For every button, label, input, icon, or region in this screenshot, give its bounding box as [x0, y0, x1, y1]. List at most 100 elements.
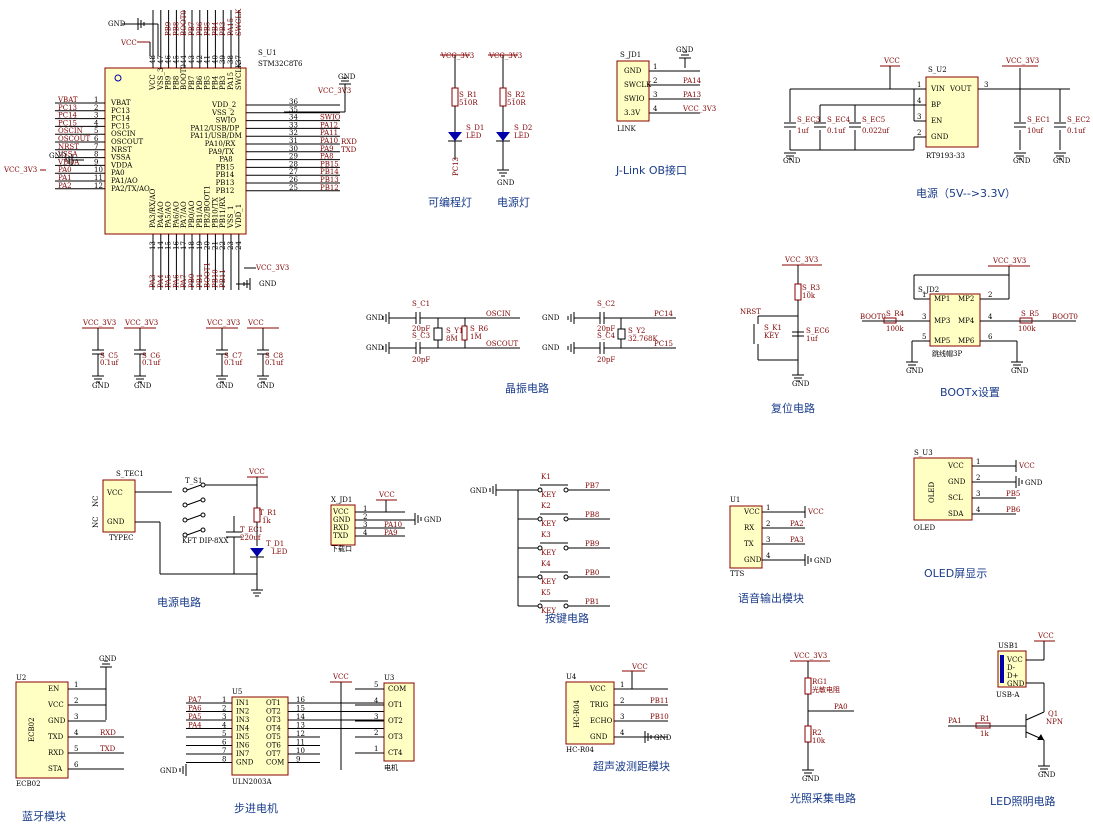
- tts-ref: U1: [730, 496, 740, 504]
- keys-gnd: GND: [470, 487, 488, 495]
- reg-num-3: 2: [917, 129, 921, 137]
- step-out-num-7: 9: [296, 756, 300, 764]
- reg-num-0: 1: [917, 81, 921, 89]
- reg-title: 电源（5V-->3.3V）: [916, 186, 1016, 200]
- decoupling-caps: VCC_3V3S_C50.1ufGNDVCC_3V3S_C60.1ufGNDVC…: [82, 319, 285, 390]
- mcu-net-r-6: PA9: [320, 145, 334, 153]
- boot-net-r: BOOT0: [1052, 313, 1078, 321]
- key-net-0: PB7: [585, 482, 599, 490]
- mcu-inner-b-11: VDD_1: [235, 204, 243, 229]
- motor-num-0: 5: [374, 681, 378, 689]
- reg-pin-out: VOUT: [949, 85, 972, 93]
- typec-power: S_TEC1 NC NC VCC GND TYPEC T_S1 KFT DIP-…: [92, 468, 288, 609]
- motor-pin-4: CT4: [388, 749, 403, 757]
- oled-net-1: GND: [1025, 479, 1043, 487]
- step-in-num-7: 8: [222, 756, 226, 764]
- y1-val: 8M: [446, 335, 458, 343]
- oled-side: OLED: [928, 482, 936, 503]
- k1-ref: S_K1: [764, 324, 782, 332]
- mcu-gnd-top: GND: [108, 20, 126, 28]
- led-gnd: GND: [497, 179, 515, 187]
- dec-gnd-1: GND: [134, 382, 152, 390]
- lr2-ref: R2: [812, 729, 822, 737]
- mcu-net-t-3: PB8: [172, 22, 180, 36]
- ll-r1-ref: R1: [980, 715, 990, 723]
- mcu-pin-t-2: 46: [165, 55, 173, 64]
- mcu-gnd-bottom: GND: [259, 280, 277, 288]
- step-in-net-1: PA6: [188, 705, 202, 713]
- s1-ref: T_S1: [185, 477, 202, 485]
- mcu-net-r-2: SWIO: [320, 114, 341, 122]
- jlink-gnd: GND: [676, 46, 694, 54]
- reset-circuit: VCC_3V3 S_R3 10k NRST S_K1 KEY S_EC6 1uf…: [740, 256, 830, 415]
- jlink-net-3: VCC_3V3: [682, 105, 716, 113]
- step-vcc: VCC: [332, 673, 349, 681]
- xtal-net-oscin: OSCIN: [486, 310, 511, 318]
- mcu-pin-r-11: 25: [289, 184, 298, 192]
- step-out-0: OT1: [266, 699, 281, 707]
- mcu-inner-t-11: SWCLK: [235, 62, 243, 90]
- step-out-num-3: 13: [296, 722, 305, 730]
- mcu-inner-b-9: PB11/RX: [219, 197, 227, 228]
- bt-pin-0: EN: [48, 685, 59, 693]
- bt-net-3: RXD: [100, 729, 116, 737]
- mcu-inner-l-2: PC14: [111, 115, 131, 123]
- mcu-net-t-6: PB6: [196, 21, 204, 36]
- mcu-inner-b-4: PA7/AO: [180, 201, 188, 228]
- mcu-net-l-0: VBAT: [57, 96, 78, 104]
- tts-pin-0: VCC: [743, 508, 760, 516]
- crystal-circuits: GND GND S_C1 20pF S_C3 20pF S_Y1 8M S_R6…: [366, 300, 676, 395]
- mcu-inner-l-8: VDDA: [110, 161, 133, 169]
- boot-num-0: 1: [922, 291, 926, 299]
- led-title-power: 电源灯: [497, 195, 530, 209]
- tts-num-3: 4: [766, 552, 771, 560]
- rst-gnd: GND: [792, 380, 810, 388]
- jlink-pin-0: GND: [624, 67, 642, 75]
- reg-cap-val-3: 10uf: [1027, 127, 1044, 135]
- reg-pin-1: BP: [931, 101, 941, 109]
- reg-gnd-2: GND: [1013, 157, 1031, 165]
- tts-num-0: 1: [766, 504, 770, 512]
- mcu-pin-b-11: 24: [235, 241, 243, 250]
- bt-gnd: GND: [99, 655, 117, 663]
- mcu-pin-b-6: 19: [196, 241, 204, 250]
- mcu-pin-r-9: 27: [289, 168, 298, 176]
- step-in-num-3: 4: [222, 722, 227, 730]
- boot-gnd-2: GND: [1011, 367, 1029, 375]
- usb-pin-3: GND: [1007, 680, 1025, 688]
- mcu-pin-l-7: 8: [94, 151, 98, 159]
- dec-val-1: 0.1uf: [142, 359, 162, 367]
- mcu-pin-r-0: 36: [289, 98, 298, 106]
- mcu-inner-r-9: PB14: [216, 171, 235, 179]
- reg-num-out: 3: [984, 81, 988, 89]
- mcu-net-l-11: PA2: [58, 182, 72, 190]
- mcu-net-b-8: PB10: [211, 269, 219, 288]
- bt-pin-5: STA: [48, 765, 63, 773]
- step-out-5: OT6: [266, 742, 281, 750]
- us-num-1: 2: [620, 697, 624, 705]
- tts-num-1: 2: [766, 520, 770, 528]
- ser-num-1: 2: [363, 513, 367, 521]
- boot-pin-3: MP4: [958, 317, 975, 325]
- c3-ref: S_C3: [412, 332, 430, 340]
- boot-num-4: 5: [922, 333, 926, 341]
- y2-val: 32.768K: [628, 335, 658, 343]
- key-net-4: PB1: [585, 598, 599, 606]
- motor-pin-3: OT3: [388, 733, 403, 741]
- mcu-pin-l-9: 10: [94, 166, 103, 174]
- usb-ref: USB1: [998, 642, 1018, 650]
- step-in-net-0: PA7: [188, 696, 202, 704]
- r2-val: 510R: [507, 99, 526, 107]
- ser-net-2: PA10: [384, 521, 402, 529]
- mcu-pin-b-8: 21: [211, 241, 219, 250]
- ser-pin-1: GND: [333, 516, 351, 524]
- mcu-pin-r-7: 29: [289, 153, 298, 161]
- y2-ref: S_Y2: [628, 327, 645, 335]
- ec6-ref: S_EC6: [806, 327, 830, 335]
- reg-pin-3: GND: [931, 133, 949, 141]
- mcu-net-r-8: PB15: [320, 160, 339, 168]
- mcu-inner-r-5: PA10/RX: [205, 140, 236, 148]
- mcu-net-t-5: PB7: [188, 22, 196, 36]
- stepper-driver: U5 IN11PA7IN22PA6IN33PA5IN44PA4IN55IN66I…: [160, 673, 415, 815]
